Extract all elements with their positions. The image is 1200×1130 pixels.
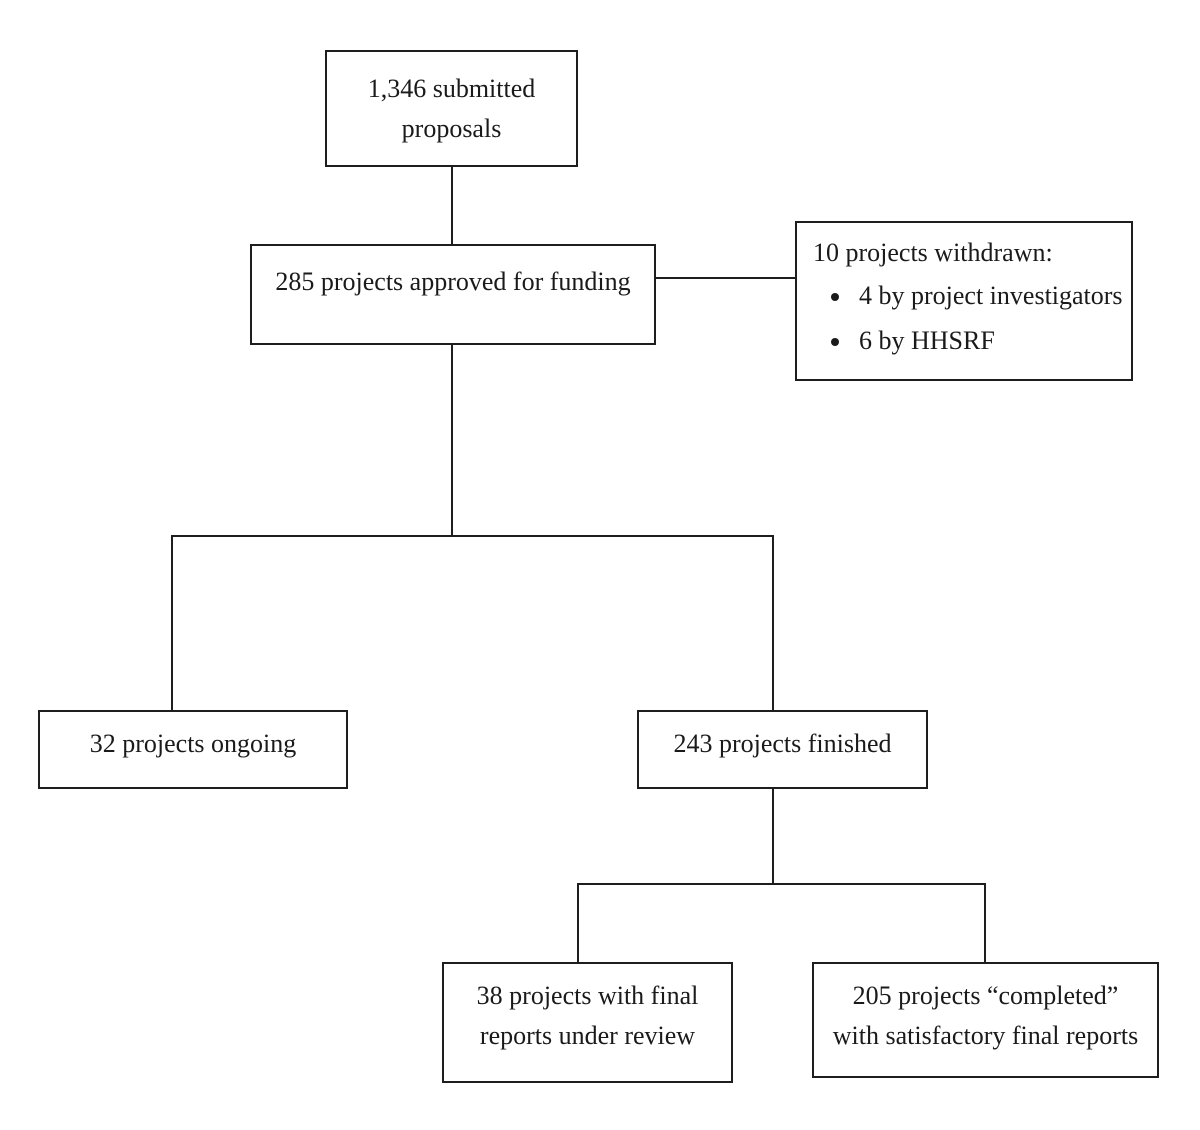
withdrawn-heading: 10 projects withdrawn: — [813, 238, 1053, 267]
withdrawn-bullet-item: 4 by project investigators — [853, 273, 1125, 318]
connector-branch1-horizontal — [171, 535, 774, 537]
node-approved-for-funding: 285 projects approved for funding — [250, 244, 656, 345]
node-text-line: 285 projects approved for funding — [275, 267, 631, 296]
node-text-line: with satisfactory final reports — [832, 1021, 1139, 1050]
connector-finished-down — [772, 789, 774, 884]
node-text-line: proposals — [401, 114, 502, 143]
connector-branch1-to-ongoing — [171, 535, 173, 710]
connector-approved-to-withdrawn — [656, 277, 795, 279]
withdrawn-bullet-item: 6 by HHSRF — [853, 318, 1125, 363]
withdrawn-bullet-list: 4 by project investigators 6 by HHSRF — [813, 273, 1125, 363]
node-projects-withdrawn: 10 projects withdrawn: 4 by project inve… — [795, 221, 1133, 381]
connector-branch2-horizontal — [577, 883, 986, 885]
node-projects-ongoing: 32 projects ongoing — [38, 710, 348, 789]
node-text-line: 32 projects ongoing — [89, 729, 297, 758]
connector-submitted-to-approved — [451, 167, 453, 244]
node-projects-completed: 205 projects “completed” with satisfacto… — [812, 962, 1159, 1078]
node-text-line: 243 projects finished — [673, 729, 892, 758]
node-text-line: reports under review — [479, 1021, 696, 1050]
node-submitted-proposals: 1,346 submitted proposals — [325, 50, 578, 167]
node-reports-under-review: 38 projects with final reports under rev… — [442, 962, 733, 1083]
node-projects-finished: 243 projects finished — [637, 710, 928, 789]
connector-approved-down — [451, 345, 453, 537]
connector-branch1-to-finished — [772, 535, 774, 710]
node-text-line: 205 projects “completed” — [852, 981, 1119, 1010]
connector-branch2-to-under-review — [577, 883, 579, 962]
node-text-line: 1,346 submitted — [367, 74, 536, 103]
connector-branch2-to-completed — [984, 883, 986, 962]
node-text-line: 38 projects with final — [476, 981, 699, 1010]
